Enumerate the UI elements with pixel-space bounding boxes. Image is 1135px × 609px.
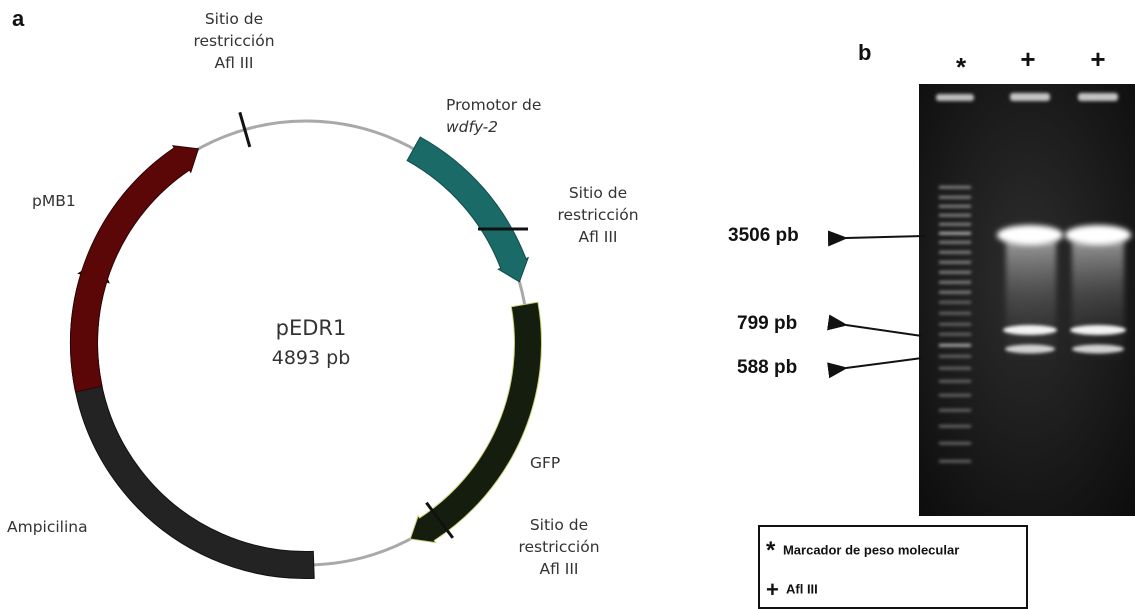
afl3-site-tick-bottom (425, 501, 454, 539)
ladder-band (939, 281, 971, 284)
ladder-band (939, 261, 971, 264)
afl3-site-tick-top (238, 111, 252, 148)
ladder-band (939, 409, 971, 412)
legend-marker-symbol: * (766, 537, 776, 564)
legend-enzyme-symbol: + (766, 577, 779, 602)
gel-wells (936, 93, 1118, 101)
gfp-label: GFP (530, 454, 561, 472)
smear-lane-2 (1006, 240, 1056, 360)
ladder-band (939, 323, 971, 326)
well-lane-1 (936, 94, 974, 101)
ladder-band (939, 232, 971, 235)
ladder-band (939, 186, 971, 189)
legend-row-marker: * Marcador de peso molecular (766, 537, 959, 565)
ladder-band (939, 312, 971, 315)
pmb1-arrow (69, 145, 200, 393)
arrow-588 (827, 357, 923, 379)
size-label-588: 588 pb (737, 357, 798, 378)
ampicilina-arrow (70, 259, 315, 580)
ladder-band (939, 196, 971, 199)
legend-enzyme-text: Afl III (786, 581, 818, 597)
size-label-799: 799 pb (737, 313, 798, 334)
ladder-band (939, 205, 971, 208)
site-label-top: Sitio de restricción Afl III (193, 10, 275, 72)
panel-a-letter: a (12, 6, 25, 31)
size-label-3506: 3506 pb (728, 225, 799, 246)
band-588-lane-2 (1005, 344, 1055, 354)
ampicilina-label: Ampicilina (7, 518, 88, 536)
ladder-band (939, 301, 971, 304)
site-label-right: Sitio de restricción Afl III (557, 184, 639, 246)
digest-bands (997, 225, 1131, 354)
ladder-band (939, 380, 971, 383)
well-lane-3 (1078, 93, 1118, 101)
ladder-band (939, 460, 971, 463)
promoter-label: Promotor de wdfy-2 (446, 96, 542, 136)
ladder-band (939, 355, 971, 358)
gel-legend: * Marcador de peso molecular + Afl III (758, 525, 1028, 609)
legend-marker-text: Marcador de peso molecular (782, 542, 960, 558)
panel-b-letter: b (858, 40, 872, 65)
lane-label-digest-1: + (1020, 44, 1036, 74)
lane-label-digest-2: + (1090, 44, 1106, 74)
band-799-lane-3 (1070, 325, 1126, 335)
plasmid-name: pEDR1 (275, 316, 347, 340)
promoter-arrow (406, 136, 530, 283)
ladder-band (939, 367, 971, 370)
ladder-band (939, 394, 971, 397)
ladder-band (939, 214, 971, 217)
smear-lane-3 (1072, 240, 1124, 360)
legend-row-enzyme: + Afl III (766, 577, 818, 603)
ladder-band (939, 223, 971, 226)
ladder-band (939, 241, 971, 244)
arrow-799 (827, 314, 923, 337)
lane-label-marker: * (955, 52, 967, 82)
ladder-band (939, 251, 971, 254)
gfp-arrow (409, 301, 542, 544)
pmb1-label: pMB1 (32, 192, 76, 210)
band-588-lane-3 (1072, 344, 1124, 354)
band-799-lane-2 (1003, 325, 1057, 335)
ladder-band (939, 344, 971, 347)
ladder-band (939, 442, 971, 445)
site-label-bottom: Sitio de restricción Afl III (518, 516, 600, 578)
ladder-band (939, 425, 971, 428)
band-3506-lane-3 (1065, 225, 1131, 245)
arrow-3506 (827, 230, 926, 247)
ladder-band (939, 271, 971, 274)
band-3506-lane-2 (997, 225, 1063, 245)
plasmid-size: 4893 pb (271, 347, 351, 369)
ladder-band (939, 291, 971, 294)
well-lane-2 (1010, 93, 1050, 101)
ladder-bands (939, 186, 971, 463)
ladder-band (939, 333, 971, 336)
